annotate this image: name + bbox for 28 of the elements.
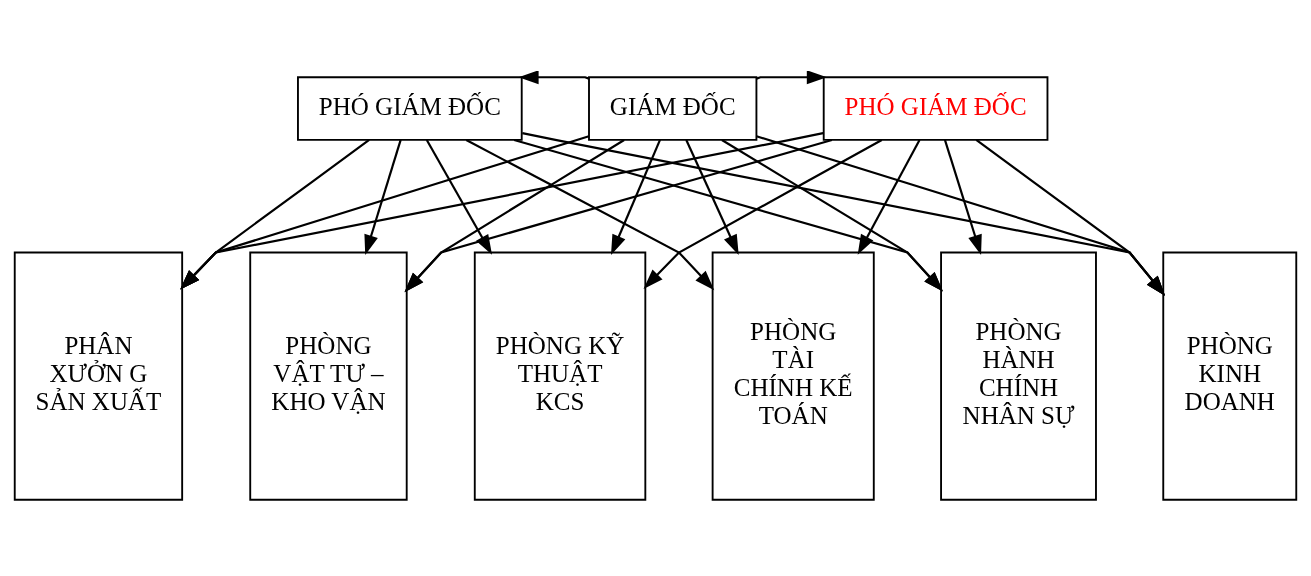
arrow	[721, 138, 943, 292]
node-box: PHÒNG HÀNH CHÍNH NHÂN SỰ	[940, 251, 1097, 501]
arrow	[611, 139, 661, 255]
node-box: PHÒNG KINH DOANH	[1162, 251, 1298, 501]
arrow	[518, 70, 590, 84]
node-box: PHÒNG TÀI CHÍNH KẾ TOÁN	[711, 251, 875, 501]
arrow	[404, 138, 833, 292]
arrow	[857, 138, 921, 255]
arrow	[364, 139, 402, 255]
arrow	[756, 134, 1166, 296]
arrow	[975, 138, 1166, 296]
node-box: PHÓ GIÁM ĐỐC	[297, 75, 523, 141]
node-box: PHÒNG VẬT TƯ – KHO VẬN	[249, 251, 408, 501]
node-box: GIÁM ĐỐC	[588, 75, 758, 141]
arrow	[685, 139, 739, 255]
arrow	[643, 138, 883, 289]
arrow	[465, 138, 715, 290]
arrow	[522, 131, 1166, 296]
arrow	[943, 139, 982, 255]
arrow	[404, 138, 625, 292]
arrow	[180, 131, 824, 290]
node-box: PHÂN XƯỞN G SẢN XUẤT	[13, 251, 184, 501]
node-box: PHÒNG KỸ THUẬT KCS	[473, 251, 647, 501]
arrow	[180, 138, 370, 290]
arrow	[180, 134, 590, 290]
arrow	[513, 138, 943, 292]
node-box: PHÓ GIÁM ĐỐC	[822, 75, 1049, 141]
arrow	[756, 70, 827, 84]
